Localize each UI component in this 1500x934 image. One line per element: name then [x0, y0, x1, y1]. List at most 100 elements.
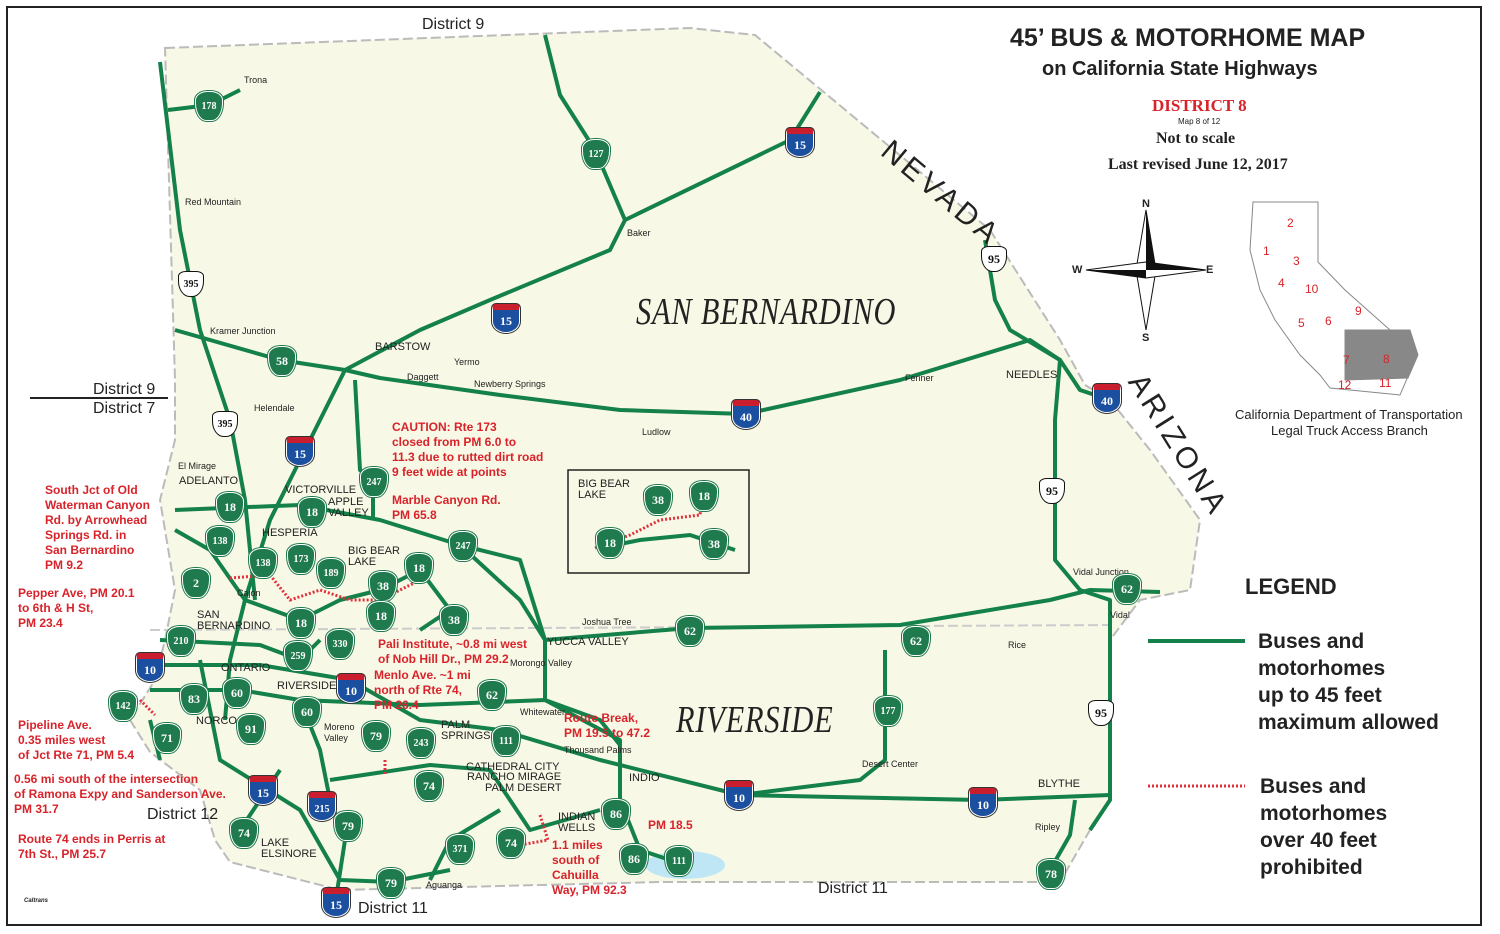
map-title: 45’ BUS & MOTORHOME MAP — [1010, 24, 1366, 52]
state-route-shield-icon: 243 — [407, 728, 435, 758]
place-label: ONTARIO — [221, 662, 271, 674]
place-label: Morongo Valley — [510, 658, 572, 668]
district-boundary-label: District 9 — [93, 381, 156, 398]
state-route-shield-icon: 62 — [902, 626, 930, 656]
state-route-shield-icon: 210 — [167, 626, 195, 656]
restriction-note: Marble Canyon Rd. PM 65.8 — [392, 493, 501, 522]
restriction-note: South Jct of Old Waterman Canyon Rd. by … — [45, 483, 150, 572]
state-route-shield-icon: 247 — [360, 467, 388, 497]
place-label: Cajon — [237, 588, 261, 598]
us-route-shield-icon: 95 — [981, 246, 1007, 272]
place-label: Trona — [244, 75, 268, 85]
restriction-note: Menlo Ave. ~1 mi north of Rte 74, PM 26.… — [374, 668, 471, 712]
state-route-shield-icon: 74 — [497, 828, 525, 858]
inset-district-number: 10 — [1305, 282, 1319, 296]
map-border — [6, 6, 1482, 926]
state-route-shield-icon: 86 — [620, 844, 648, 874]
place-label: PALM DESERT — [485, 782, 562, 794]
compass-s: S — [1142, 332, 1150, 344]
place-label: Whitewater — [520, 707, 566, 717]
place-label: El Mirage — [178, 461, 217, 471]
place-label: HESPERIA — [262, 527, 318, 539]
district-boundary-label: District 9 — [422, 16, 485, 33]
restriction-note: PM 18.5 — [648, 818, 693, 832]
place-label: YUCCA VALLEY — [547, 636, 629, 648]
place-label: BARSTOW — [375, 341, 431, 353]
inset-district-number: 6 — [1325, 314, 1332, 328]
restriction-note: Route 74 ends in Perris at 7th St., PM 2… — [18, 832, 166, 861]
legend-prohibited-label: Buses and motorhomes over 40 feet prohib… — [1260, 775, 1388, 879]
state-route-shield-icon: 177 — [874, 696, 902, 726]
place-label: Red Mountain — [185, 197, 242, 207]
state-route-shield-icon: 371 — [446, 834, 474, 864]
state-route-shield-icon: 38 — [644, 485, 672, 515]
state-route-shield-icon: 111 — [492, 726, 520, 756]
district-boundary-label: District 11 — [358, 900, 428, 917]
revision-date: Last revised June 12, 2017 — [1108, 156, 1288, 173]
inset-district-number: 2 — [1287, 216, 1294, 230]
place-label: Newberry Springs — [474, 379, 546, 389]
state-route-shield-icon: 38 — [700, 529, 728, 559]
state-route-shield-icon: 173 — [287, 544, 315, 574]
us-route-shield-icon: 395 — [178, 271, 204, 297]
inset-district-number: 9 — [1355, 304, 1362, 318]
state-route-shield-icon: 60 — [223, 678, 251, 708]
inset-caption: Legal Truck Access Branch — [1271, 423, 1428, 438]
restriction-note: 0.56 mi south of the intersection of Ram… — [14, 772, 226, 816]
interstate-shield-icon: 10 — [136, 653, 164, 682]
state-route-shield-icon: 38 — [369, 571, 397, 601]
place-label: BLYTHE — [1038, 778, 1080, 790]
interstate-shield-icon: 10 — [969, 788, 997, 817]
state-route-shield-icon: 62 — [478, 680, 506, 710]
place-label: Yermo — [454, 357, 480, 367]
inset-district-number: 4 — [1278, 276, 1285, 290]
place-label: Moreno Valley — [324, 722, 355, 743]
place-label: BIG BEAR LAKE — [348, 545, 400, 568]
place-label: Kramer Junction — [210, 326, 276, 336]
district-boundary-label: District 11 — [818, 880, 888, 897]
state-route-shield-icon: 189 — [317, 558, 345, 588]
place-label: RIVERSIDE — [277, 680, 337, 692]
place-label: LAKE ELSINORE — [261, 837, 317, 860]
place-label: Rice — [1008, 640, 1027, 650]
place-label: BIG BEAR LAKE — [578, 478, 630, 501]
district-8-land — [128, 26, 1202, 892]
state-route-shield-icon: 18 — [298, 497, 326, 527]
state-route-shield-icon: 138 — [249, 548, 277, 578]
legend-allowed-label: Buses and motorhomes up to 45 feet maxim… — [1258, 630, 1439, 734]
district-boundary-label: District 7 — [93, 400, 156, 417]
state-route-shield-icon: 18 — [216, 492, 244, 522]
legend-title: LEGEND — [1245, 574, 1337, 599]
restriction-note: Pipeline Ave. 0.35 miles west of Jct Rte… — [18, 718, 135, 762]
interstate-shield-icon: 15 — [286, 437, 314, 466]
us-route-shield-icon: 395 — [212, 411, 238, 437]
state-route-shield-icon: 138 — [206, 526, 234, 556]
restriction-note: Pepper Ave, PM 20.1 to 6th & H St, PM 23… — [18, 586, 135, 630]
state-route-shield-icon: 178 — [195, 91, 223, 121]
compass-n: N — [1142, 198, 1150, 210]
state-route-shield-icon: 18 — [287, 608, 315, 638]
map-subtitle: on California State Highways — [1042, 58, 1318, 80]
place-label: SAN BERNARDINO — [197, 609, 271, 632]
place-label: Helendale — [254, 403, 295, 413]
place-label: Daggett — [407, 372, 439, 382]
restriction-note: Route Break, PM 19.5 to 47.2 — [564, 711, 651, 740]
california-inset-map — [1249, 201, 1419, 396]
inset-district-number: 12 — [1338, 378, 1352, 392]
inset-caption: California Department of Transportation — [1235, 407, 1463, 422]
interstate-shield-icon: 215 — [308, 792, 336, 821]
district-label: DISTRICT 8 — [1152, 96, 1247, 115]
county-label-san-bernardino: SAN BERNARDINO — [636, 291, 897, 333]
place-label: Fenner — [905, 373, 934, 383]
state-route-shield-icon: 79 — [334, 811, 362, 841]
place-label: INDIAN WELLS — [558, 811, 596, 834]
state-route-shield-icon: 83 — [180, 684, 208, 714]
us-route-shield-icon: 95 — [1039, 478, 1065, 504]
legend-swatches — [1148, 639, 1245, 788]
us-route-shield-icon: 95 — [1088, 700, 1114, 726]
place-label: Vidal — [1110, 610, 1130, 620]
state-route-shield-icon: 91 — [237, 714, 265, 744]
state-route-shield-icon: 78 — [1037, 859, 1065, 889]
interstate-shield-icon: 10 — [725, 781, 753, 810]
